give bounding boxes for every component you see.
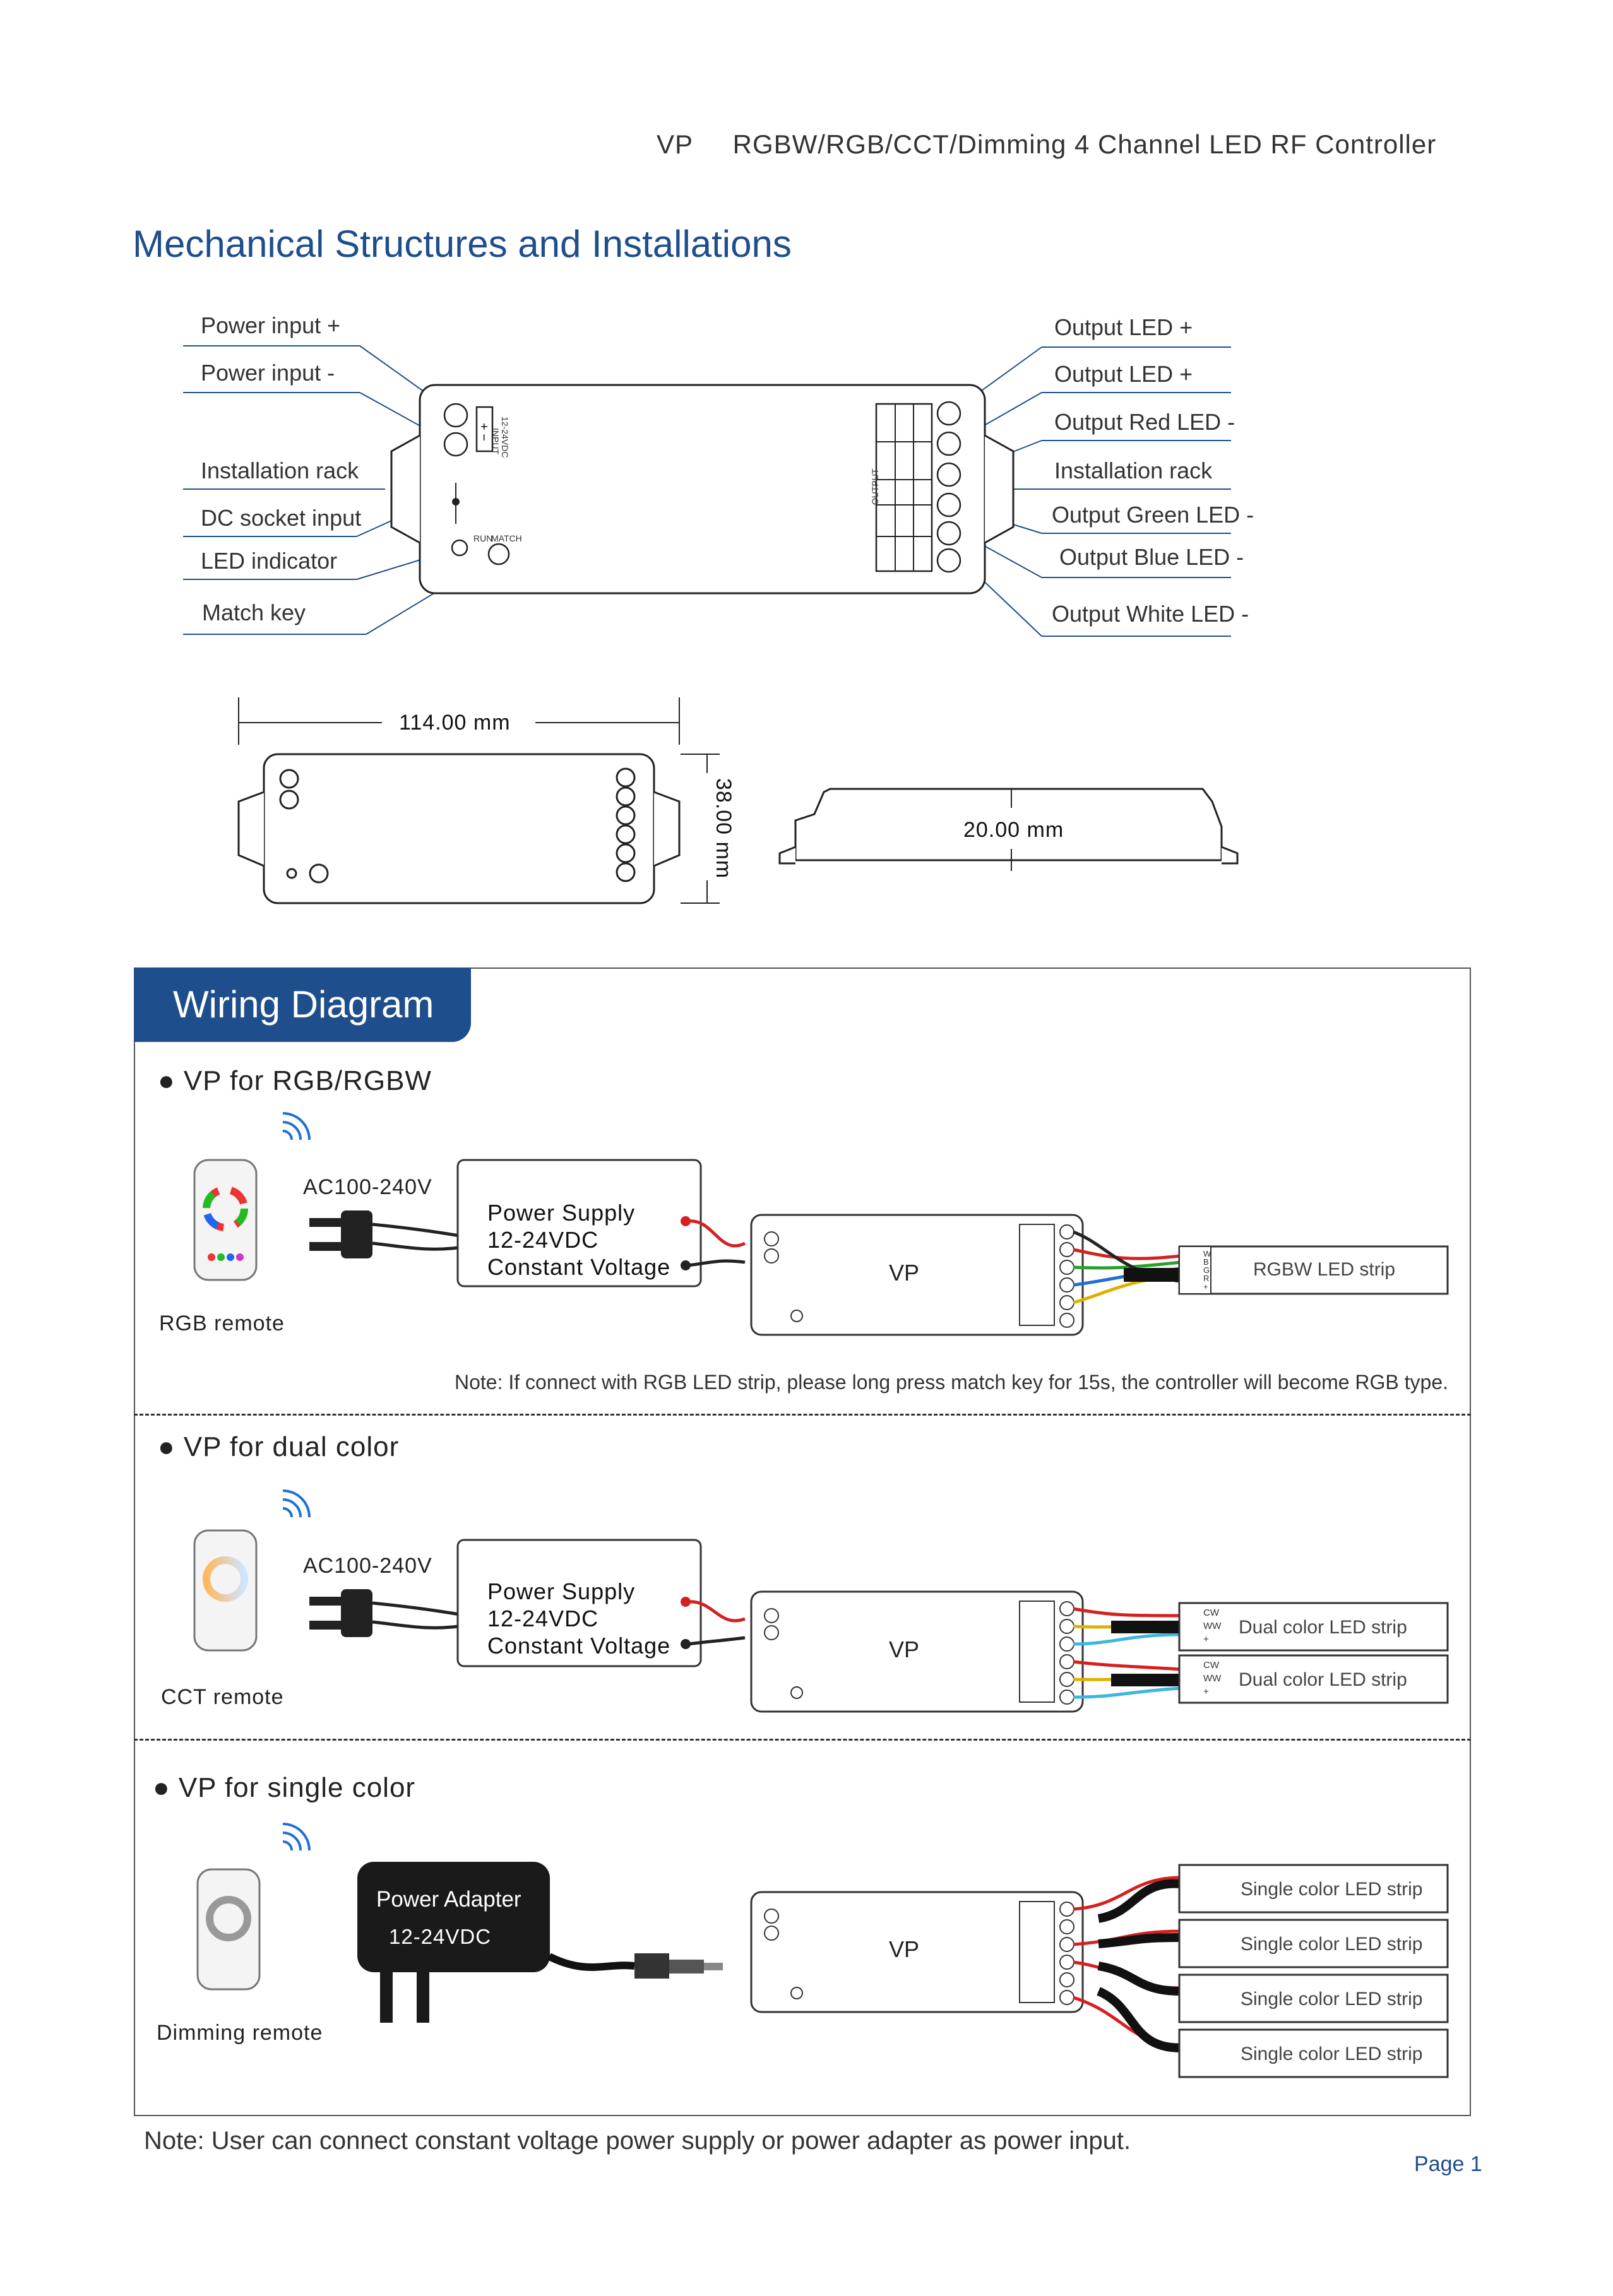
- controller-label-1: VP: [889, 1260, 920, 1286]
- section-heading-single-text: VP for single color: [178, 1772, 416, 1803]
- section-divider-1: [134, 1414, 1471, 1416]
- run-label: RUN: [473, 533, 493, 543]
- single-strip-1: [1178, 1864, 1449, 1914]
- controller-label-2: VP: [889, 1636, 920, 1662]
- dual-pins-2: CW WW +: [1203, 1659, 1221, 1698]
- wiring-frame: [134, 968, 1471, 2116]
- ps2-line2: 12-24VDC: [487, 1606, 599, 1631]
- dual2-pin-ww: WW: [1203, 1673, 1222, 1684]
- rf-signal-icon: [282, 1112, 311, 1851]
- label-match-key: Match key: [202, 600, 306, 625]
- label-dc-socket: DC socket input: [201, 505, 362, 531]
- section-divider-2: [134, 1739, 1471, 1741]
- label-output-green: Output Green LED -: [1052, 502, 1254, 528]
- strip-label-dual-2: Dual color LED strip: [1239, 1669, 1407, 1690]
- dual1-pin-ww: WW: [1203, 1621, 1222, 1631]
- rgbw-pin-w: W: [1203, 1249, 1211, 1258]
- section-heading-single: ● VP for single color: [153, 1772, 416, 1803]
- label-power-input-minus: Power input -: [201, 360, 335, 386]
- single-strip-4: [1178, 2028, 1449, 2078]
- dim-length: 114.00 mm: [399, 711, 511, 735]
- label-output-red: Output Red LED -: [1054, 409, 1235, 435]
- label-output-led-plus-2: Output LED +: [1054, 361, 1193, 387]
- ac-label-2: AC100-240V: [303, 1554, 432, 1578]
- ps1-line3: Constant Voltage: [487, 1254, 671, 1280]
- controller-1: [750, 1214, 1084, 1336]
- wiring-title: Wiring Diagram: [134, 968, 471, 1042]
- mechanical-title: Mechanical Structures and Installations: [133, 223, 792, 265]
- strip-label-single-2: Single color LED strip: [1241, 1934, 1423, 1955]
- dual1-pin-plus: +: [1203, 1634, 1209, 1645]
- label-output-led-plus-1: Output LED +: [1054, 314, 1193, 340]
- section-heading-dual-text: VP for dual color: [183, 1431, 400, 1462]
- rgbw-pin-b: B: [1203, 1257, 1209, 1267]
- dim-height: 20.00 mm: [963, 818, 1064, 842]
- remote-caption-rgb: RGB remote: [159, 1311, 285, 1335]
- rgbw-pins: W B G R +: [1203, 1250, 1212, 1291]
- section-heading-dual: ● VP for dual color: [158, 1431, 400, 1462]
- single-strip-2: [1178, 1919, 1449, 1968]
- adapter-line2: 12-24VDC: [389, 1925, 492, 1948]
- power-adapter: [357, 1862, 550, 1972]
- rgb-remote: [193, 1159, 258, 1281]
- remote-caption-cct: CCT remote: [161, 1685, 284, 1709]
- controller-3: [750, 1891, 1084, 2013]
- strip-label-single-4: Single color LED strip: [1241, 2044, 1423, 2064]
- rgbw-strip: [1178, 1245, 1449, 1295]
- dual2-pin-cw: CW: [1203, 1660, 1219, 1671]
- dual2-pin-plus: +: [1203, 1686, 1209, 1697]
- model-name: VP: [657, 129, 693, 159]
- controller-label-3: VP: [889, 1936, 920, 1962]
- adapter-line1: Power Adapter: [376, 1887, 521, 1912]
- controller-2: [750, 1590, 1084, 1713]
- section-heading-rgb-text: VP for RGB/RGBW: [183, 1065, 432, 1096]
- dual-strip-1: [1178, 1602, 1449, 1652]
- rgb-note: Note: If connect with RGB LED strip, ple…: [455, 1371, 1449, 1394]
- document-header: VP RGBW/RGB/CCT/Dimming 4 Channel LED RF…: [657, 129, 1436, 160]
- power-supply-text-2: Power Supply 12-24VDC Constant Voltage: [487, 1578, 670, 1659]
- strip-label-rgbw: RGBW LED strip: [1253, 1259, 1396, 1280]
- remote-caption-dimming: Dimming remote: [157, 2021, 323, 2045]
- rgbw-pin-plus: +: [1203, 1282, 1208, 1291]
- dimming-remote: [196, 1868, 261, 1991]
- footer-note: Note: User can connect constant voltage …: [144, 2127, 1131, 2155]
- svg-text:+ −: + −: [477, 423, 491, 441]
- section-heading-rgb: ● VP for RGB/RGBW: [158, 1065, 432, 1096]
- document-title: RGBW/RGB/CCT/Dimming 4 Channel LED RF Co…: [732, 129, 1437, 159]
- ps2-line1: Power Supply: [487, 1578, 636, 1604]
- label-output-white: Output White LED -: [1052, 601, 1249, 627]
- label-output-blue: Output Blue LED -: [1059, 544, 1244, 570]
- page-number: Page 1: [1414, 2152, 1482, 2176]
- ps2-line3: Constant Voltage: [487, 1633, 671, 1659]
- cct-remote: [193, 1529, 258, 1652]
- power-supply-text-1: Power Supply 12-24VDC Constant Voltage: [487, 1199, 670, 1281]
- ps1-line2: 12-24VDC: [487, 1227, 599, 1253]
- single-strip-3: [1178, 1973, 1449, 2023]
- match-label: MATCH: [491, 533, 522, 543]
- label-power-input-plus: Power input +: [201, 312, 341, 338]
- dual-strip-2: [1178, 1654, 1449, 1704]
- rgbw-pin-r: R: [1203, 1274, 1210, 1283]
- strip-label-single-1: Single color LED strip: [1241, 1879, 1423, 1900]
- ps1-line1: Power Supply: [487, 1200, 636, 1226]
- ac-label-1: AC100-240V: [303, 1175, 432, 1199]
- label-installation-rack-right: Installation rack: [1054, 458, 1213, 483]
- strip-label-dual-1: Dual color LED strip: [1239, 1617, 1407, 1638]
- label-installation-rack-left: Installation rack: [201, 458, 359, 483]
- strip-label-single-3: Single color LED strip: [1241, 1989, 1423, 2009]
- label-led-indicator: LED indicator: [201, 548, 338, 574]
- rgbw-pin-g: G: [1203, 1265, 1210, 1275]
- dual-pins-1: CW WW +: [1203, 1606, 1221, 1646]
- dual1-pin-cw: CW: [1203, 1607, 1219, 1618]
